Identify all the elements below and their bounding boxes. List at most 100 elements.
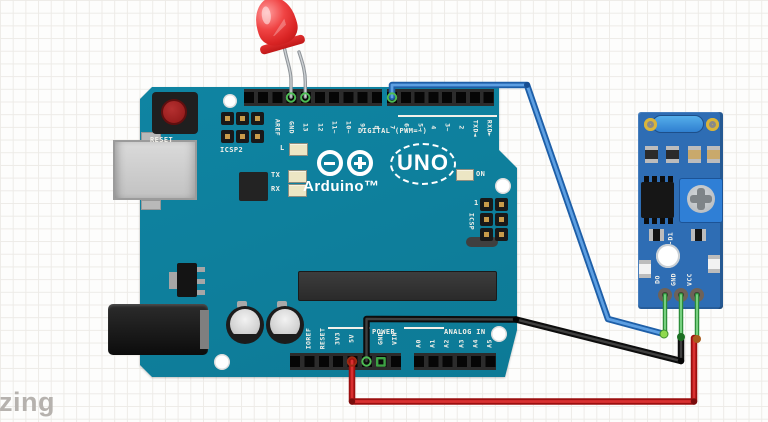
led-on-label: ON xyxy=(476,170,486,178)
smd-capacitor xyxy=(649,229,664,241)
ic-leg xyxy=(668,218,673,224)
pin-label: GND xyxy=(362,331,370,345)
smd-capacitor xyxy=(691,229,706,241)
wire-end-cap[interactable] xyxy=(677,333,685,341)
capacitor xyxy=(226,306,264,344)
icsp2-pin[interactable] xyxy=(251,130,264,143)
icsp-pin[interactable] xyxy=(495,228,508,241)
smd-resistor xyxy=(645,146,658,163)
smd-led xyxy=(708,255,720,273)
pin-label: VIN xyxy=(390,331,399,345)
module-pin-do[interactable] xyxy=(658,288,672,302)
icsp-pin[interactable] xyxy=(480,228,493,241)
sensor-terminal xyxy=(644,118,657,131)
pin-label: A4 xyxy=(471,338,480,348)
screw-slot xyxy=(690,195,712,203)
module-pin-gnd[interactable] xyxy=(674,288,688,302)
arduino-brand-text: Arduino™ xyxy=(303,178,380,195)
led-tx-label: TX xyxy=(271,171,281,179)
pin-label: 12 xyxy=(316,122,324,132)
regulator-leg xyxy=(197,267,205,272)
vibration-sensor xyxy=(652,115,704,133)
icsp-label: ICSP xyxy=(467,212,476,230)
uno-model-badge: UNO xyxy=(390,143,456,185)
icsp-pin[interactable] xyxy=(495,213,508,226)
pin-label: A3 xyxy=(457,338,465,348)
icsp-pin[interactable] xyxy=(480,198,493,211)
icsp-pin[interactable] xyxy=(495,198,508,211)
fritzing-watermark: zing xyxy=(0,387,55,417)
reset-button[interactable] xyxy=(161,99,187,125)
wire-joint[interactable] xyxy=(348,398,356,405)
red-led[interactable] xyxy=(249,0,306,57)
arduino-logo-icon xyxy=(347,150,373,176)
pin-label: IOREF xyxy=(304,327,313,349)
ic-leg xyxy=(660,218,665,224)
led-rx xyxy=(288,184,307,197)
analog-header[interactable] xyxy=(413,353,496,370)
capacitor-marking xyxy=(273,334,297,342)
mounting-hole xyxy=(214,354,230,370)
usb-tab-bottom xyxy=(141,200,161,210)
smd-resistor xyxy=(666,146,679,163)
icsp2-pin[interactable] xyxy=(221,130,234,143)
power-jack xyxy=(108,304,208,355)
capacitor-tab xyxy=(277,301,287,308)
pin-label: A0 xyxy=(414,338,423,348)
pin-label: 10~ xyxy=(344,120,353,134)
pin-label: 13 xyxy=(301,122,310,132)
pin-label: 3V3 xyxy=(333,331,342,345)
pin-label: GND xyxy=(376,331,385,345)
pin-label: GND xyxy=(287,120,296,134)
comparator-ic xyxy=(641,182,674,218)
minus-icon xyxy=(324,161,335,165)
capacitor xyxy=(266,306,304,344)
module-pin-vcc[interactable] xyxy=(690,288,704,302)
led-l-label: L xyxy=(280,144,285,152)
regulator-tab xyxy=(169,272,177,289)
pin-label: A5 xyxy=(485,338,494,348)
wire-joint[interactable] xyxy=(690,398,698,405)
plus-icon xyxy=(358,157,362,170)
sensor-terminal xyxy=(706,118,719,131)
potentiometer[interactable] xyxy=(679,178,723,223)
smd-resistor xyxy=(688,146,701,163)
digital-header-left[interactable] xyxy=(243,89,382,106)
arduino-logo-icon xyxy=(317,150,343,176)
voltage-regulator xyxy=(177,263,197,297)
icsp2-pin[interactable] xyxy=(236,130,249,143)
icsp-pin[interactable] xyxy=(480,213,493,226)
silk-line xyxy=(404,327,444,329)
digital-header-right[interactable] xyxy=(387,89,494,106)
pin-label: A1 xyxy=(428,338,437,348)
ic-leg xyxy=(652,218,657,224)
regulator-leg xyxy=(197,279,205,284)
icsp2-label: ICSP2 xyxy=(220,146,244,154)
pin-label: RESET xyxy=(318,327,327,349)
ic-leg xyxy=(644,218,649,224)
wire-end-cap[interactable] xyxy=(693,335,701,343)
icsp2-pin[interactable] xyxy=(236,112,249,125)
icsp2-pin[interactable] xyxy=(221,112,234,125)
reset-label: RESET xyxy=(150,136,174,144)
wire-joint[interactable] xyxy=(677,357,685,365)
vibration-sensor-module[interactable]: C-D1 DO GND VCC xyxy=(638,112,723,309)
pin-label: AREF xyxy=(273,118,282,136)
led-rx-label: RX xyxy=(271,185,281,193)
silk-line xyxy=(328,327,370,329)
usb-connector xyxy=(113,140,197,200)
capacitor-marking xyxy=(233,334,257,342)
wire-joint[interactable] xyxy=(524,82,530,88)
icsp2-pin[interactable] xyxy=(251,112,264,125)
atmega328-chip xyxy=(298,271,497,301)
pin-label: A2 xyxy=(442,338,451,348)
wire-end-cap[interactable] xyxy=(659,329,669,339)
mounting-hole xyxy=(223,94,237,108)
led-on xyxy=(456,169,474,181)
power-jack-cap xyxy=(200,310,209,349)
digital-caption: DIGITAL (PWM=~) xyxy=(358,127,428,135)
smd-resistor xyxy=(707,146,720,163)
pin-label: 5V xyxy=(347,333,356,343)
led-l xyxy=(289,143,308,156)
